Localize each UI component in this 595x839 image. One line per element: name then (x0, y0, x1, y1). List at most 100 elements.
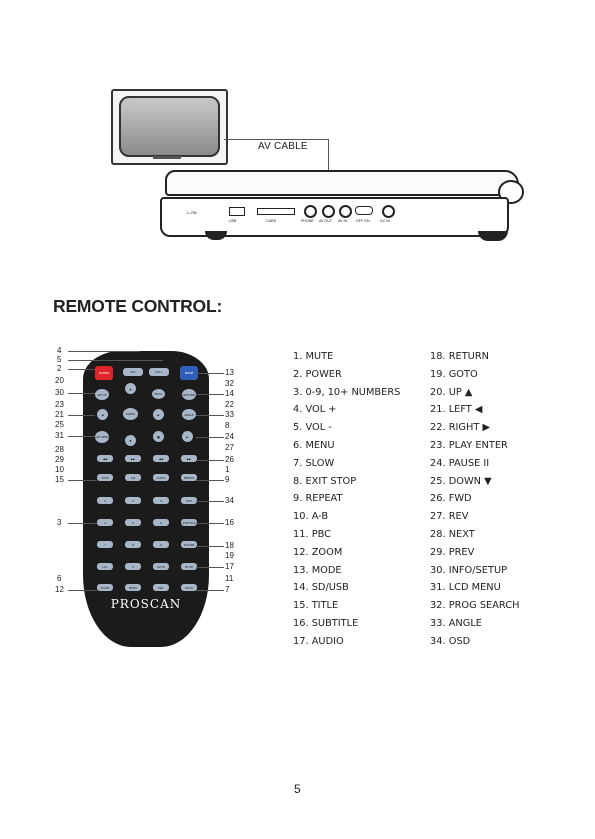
callout-left: 6 (57, 574, 62, 583)
callout-left: 10 (55, 465, 64, 474)
callout-left: 15 (55, 475, 64, 484)
mode-button: MODE (180, 366, 198, 380)
power-button: POWER (95, 366, 113, 380)
subtitle-button: SUBTITLE (181, 519, 197, 526)
callout-left: 2 (57, 364, 62, 373)
fwd-button: ▶▶ (181, 455, 197, 462)
legend-item: 20. UP ▲ (430, 386, 473, 398)
legend-item: 27. REV (430, 511, 469, 523)
callout-left: 12 (55, 585, 64, 594)
port-label-av-in: AV IN (338, 219, 348, 223)
legend-item: 16. SUBTITLE (293, 617, 359, 629)
up-button: ▲ (125, 383, 136, 394)
next-button: ▶▶ (125, 455, 141, 462)
callout-right: 34 (225, 496, 234, 505)
callout-left: 23 (55, 400, 64, 409)
callout-line (68, 369, 95, 370)
power-switch (355, 206, 373, 215)
a-b-button: A-B (125, 474, 141, 481)
callout-right: 9 (225, 475, 230, 484)
port-label-off-on: OFF ON (356, 219, 370, 223)
callout-right: 17 (225, 562, 234, 571)
number-4-button: 4 (97, 519, 113, 526)
remote-control-illustration: POWER VOL- VOL+ MODE SETUP RETURN ▲ PROG… (83, 351, 209, 647)
dvd-player-base (160, 197, 509, 237)
card-slot (257, 208, 295, 215)
callout-line (68, 393, 95, 394)
callout-left: 4 (57, 346, 62, 355)
left-button: ◀ (97, 409, 108, 420)
slow-button: SLOW (181, 584, 197, 591)
phone-jack (304, 205, 317, 218)
legend-item: 24. PAUSE II (430, 457, 490, 469)
repeat-button: REPEAT (181, 474, 197, 481)
angle-button: ANGLE (182, 409, 196, 420)
callout-right: 33 (225, 410, 234, 419)
callout-line (196, 437, 224, 438)
right-button: ▶ (153, 409, 164, 420)
callout-left: 20 (55, 376, 64, 385)
legend-item: 5. VOL - (293, 422, 332, 434)
dvd-player-foot-left (205, 231, 227, 240)
legend-item: 17. AUDIO (293, 635, 344, 647)
callout-right: 7 (225, 585, 230, 594)
port-label-usb: USB (229, 219, 237, 223)
sd-usb-button: SD/USB (181, 541, 197, 548)
section-heading: REMOTE CONTROL: (53, 296, 223, 316)
legend-item: 19. GOTO (430, 368, 478, 380)
callout-left: 29 (55, 455, 64, 464)
legend-item: 12. ZOOM (293, 546, 343, 558)
callout-left: 28 (55, 445, 64, 454)
side-label: L-ON (187, 210, 197, 215)
av-in-jack (339, 205, 352, 218)
number-5-button: 5 (125, 519, 141, 526)
legend-item: 4. VOL + (293, 404, 337, 416)
callout-left: 5 (57, 355, 62, 364)
callout-line (196, 501, 224, 502)
port-label-phone: PHONE (301, 219, 314, 223)
legend-item: 11. PBC (293, 528, 331, 540)
vol-minus-button: VOL- (123, 368, 143, 376)
stop-button: ■ (153, 431, 164, 442)
callout-line (68, 415, 95, 416)
number-6-button: 6 (153, 519, 169, 526)
callout-right: 22 (225, 400, 234, 409)
legend-item: 18. RETURN (430, 351, 489, 362)
title-button: TITLE (97, 474, 113, 481)
prog-button: PROG (152, 389, 165, 399)
legend-item: 32. PROG SEARCH (430, 600, 520, 612)
callout-left: 3 (57, 518, 62, 527)
legend-item: 33. ANGLE (430, 617, 482, 629)
legend-item: 31. LCD MENU (430, 582, 501, 594)
callout-line (196, 480, 224, 481)
dvd-player-hinge (498, 180, 524, 204)
av-cable-label: AV CABLE (258, 141, 308, 152)
legend-item: 3. 0-9, 10+ NUMBERS (293, 386, 401, 398)
pause-button: ▶ (182, 431, 193, 442)
number-7-button: 7 (97, 541, 113, 548)
callout-line (68, 480, 97, 481)
callout-right: 14 (225, 389, 234, 398)
legend-item: 6. MENU (293, 439, 335, 451)
legend-item: 25. DOWN ▼ (430, 475, 492, 487)
callout-right: 18 (225, 541, 234, 550)
port-label-dc-in: DC IN (380, 219, 390, 223)
callout-right: 19 (225, 551, 234, 560)
legend-item: 34. OSD (430, 635, 471, 647)
callout-line (196, 373, 224, 374)
setup-button: SETUP (95, 389, 109, 400)
callout-right: 27 (225, 443, 234, 452)
tenplus-button: 10+ (97, 563, 113, 570)
legend-item: 28. NEXT (430, 528, 475, 540)
enter-button: ENTER (123, 408, 138, 420)
pbc-button: PBC (153, 584, 169, 591)
legend-item: 2. POWER (293, 368, 342, 380)
lcd-menu-button: LCD MENU (95, 431, 109, 443)
legend-item: 23. PLAY ENTER (430, 439, 508, 451)
legend-item: 9. REPEAT (293, 493, 343, 505)
callout-right: 13 (225, 368, 234, 377)
legend-item: 30. INFO/SETUP (430, 564, 508, 576)
prev-button: ◀◀ (97, 455, 113, 462)
dc-in-jack (382, 205, 395, 218)
